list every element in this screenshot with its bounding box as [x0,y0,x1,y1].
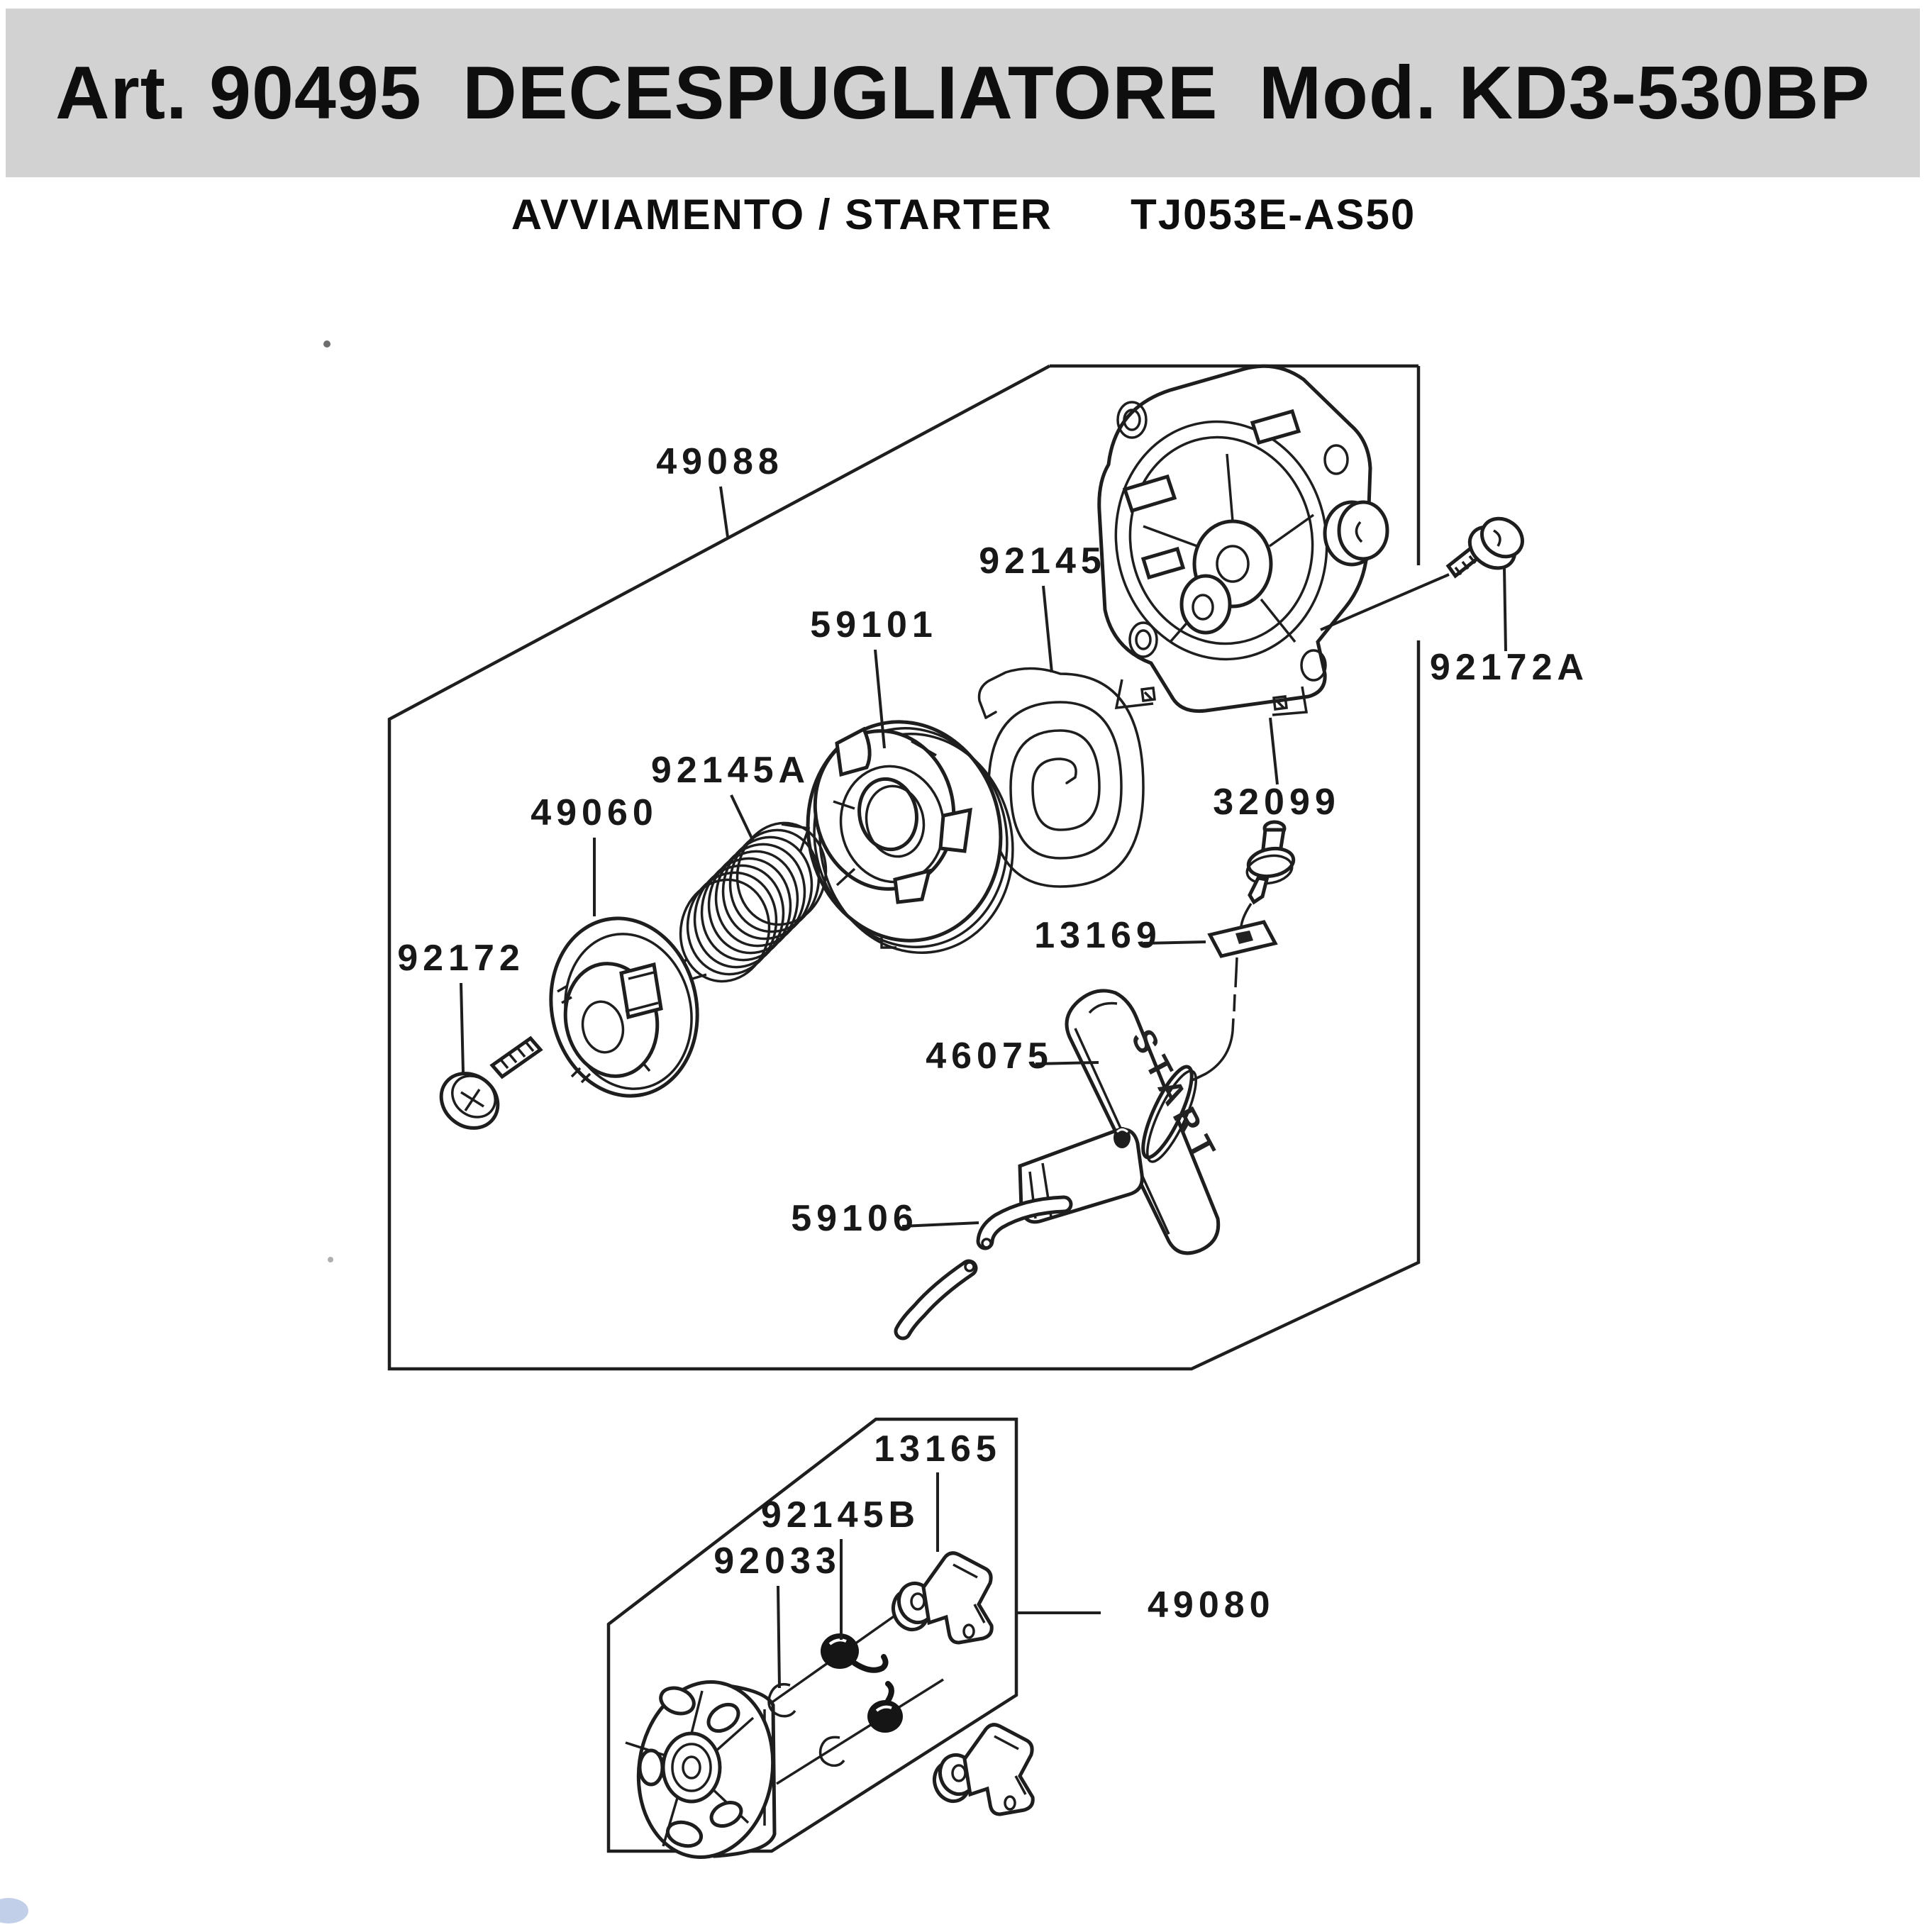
part-label-92145: 92145 [979,540,1106,582]
part-label-13169: 13169 [1034,915,1162,956]
diagram-subtitle: AVVIAMENTO / STARTER TJ053E-AS50 [0,186,1927,243]
part-label-92172: 92172 [397,938,525,979]
recoil-spring-drawing [977,667,1145,888]
scan-blue-smudge [0,1898,28,1923]
starter-housing-drawing [1097,364,1389,716]
part-label-92145B: 92145B [761,1494,920,1536]
circlip-drawing-upper [767,1683,796,1718]
part-label-92033: 92033 [713,1540,841,1582]
part-label-46075: 46075 [926,1036,1053,1077]
part-label-59101: 59101 [810,604,938,645]
header-banner: Art. 90495 DECESPUGLIATORE Mod. KD3-530B… [6,9,1920,177]
starter-rope-drawing [894,1195,1073,1340]
part-label-49060: 49060 [531,792,658,833]
scan-speck-dot [328,1257,333,1262]
subtitle-code: TJ053E-AS50 [1131,190,1416,238]
sub-assembly-box [606,1417,1018,1853]
pawl-spring-drawing-upper [821,1633,889,1673]
part-label-32099: 32099 [1213,782,1340,823]
screw-drawing-92172 [439,1036,543,1130]
part-label-13165: 13165 [874,1428,1001,1470]
header-model: Mod. KD3-530BP [1258,50,1870,135]
assembly-axis-line-lower [776,1678,944,1785]
ratchet-guide-drawing [549,916,699,1098]
part-label-49080: 49080 [1148,1584,1275,1626]
pawl-spring-drawing-lower [867,1681,903,1733]
part-label-92145A: 92145A [651,750,810,791]
header-article: Art. 90495 [55,50,422,135]
circlip-drawing-lower [818,1736,845,1767]
pawl-drawing-upper [891,1551,994,1645]
header-product: DECESPUGLIATORE [462,50,1218,135]
part-label-49088: 49088 [656,441,784,482]
scan-speck-dot [323,340,331,348]
pawl-drawing-lower [932,1723,1035,1816]
part-label-59106: 59106 [791,1198,918,1239]
part-label-92172A: 92172A [1430,647,1589,688]
starter-pulley-drawing [806,720,1014,954]
rope-guide-drawing [1173,820,1296,1089]
subtitle-section: AVVIAMENTO / STARTER [511,190,1053,238]
leader-lines [460,486,1507,1689]
main-assembly-box [387,364,1421,1371]
starter-handle-drawing: START [1018,989,1227,1255]
cover-plate-drawing [625,1680,777,1859]
screw-drawing-92172A [1320,516,1524,631]
